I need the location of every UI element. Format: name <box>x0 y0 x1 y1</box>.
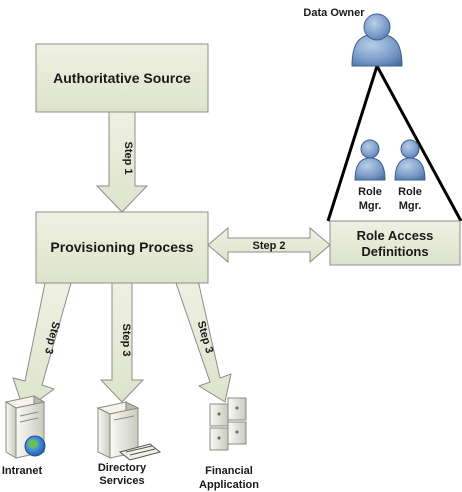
provisioning-process-box: Provisioning Process <box>35 211 209 284</box>
role-access-definitions-box: Role Access Definitions <box>329 220 461 266</box>
directory-server-icon <box>96 401 140 459</box>
keyboard-icon <box>118 443 162 461</box>
data-owner-label: Data Owner <box>303 7 365 19</box>
data-owner-icon <box>351 13 403 67</box>
role-mgr-1-line1: Role <box>358 186 382 198</box>
step1-arrow: Step 1 <box>95 111 149 213</box>
authoritative-source-label: Authoritative Source <box>53 70 191 86</box>
financial-server-icon <box>209 397 247 451</box>
owner-hierarchy-triangle <box>326 65 462 222</box>
step3-financial-arrow: Step 3 <box>175 279 232 403</box>
step1-label: Step 1 <box>122 141 134 174</box>
role-access-line2: Definitions <box>361 244 428 259</box>
directory-label-line2: Services <box>99 475 144 487</box>
authoritative-source-box: Authoritative Source <box>35 43 209 113</box>
role-mgr-2-icon <box>394 139 426 181</box>
intranet-label: Intranet <box>2 465 43 477</box>
step3-directory-arrow: Step 3 <box>99 282 145 403</box>
financial-label-line2: Application <box>199 479 259 491</box>
role-mgr-2-line2: Mgr. <box>399 200 422 212</box>
provisioning-process-label: Provisioning Process <box>50 239 193 255</box>
step2-label: Step 2 <box>252 240 285 252</box>
step3-intranet-arrow: Step 3 <box>12 282 72 412</box>
role-access-line1: Role Access <box>357 228 434 243</box>
step3-directory-label: Step 3 <box>120 323 132 356</box>
directory-label-line1: Directory <box>98 462 147 474</box>
financial-label-line1: Financial <box>205 465 253 477</box>
globe-icon <box>24 435 46 457</box>
role-mgr-1-line2: Mgr. <box>359 200 382 212</box>
step2-arrow: Step 2 <box>207 226 331 264</box>
role-mgr-2-line1: Role <box>398 186 422 198</box>
role-mgr-1-icon <box>354 139 386 181</box>
